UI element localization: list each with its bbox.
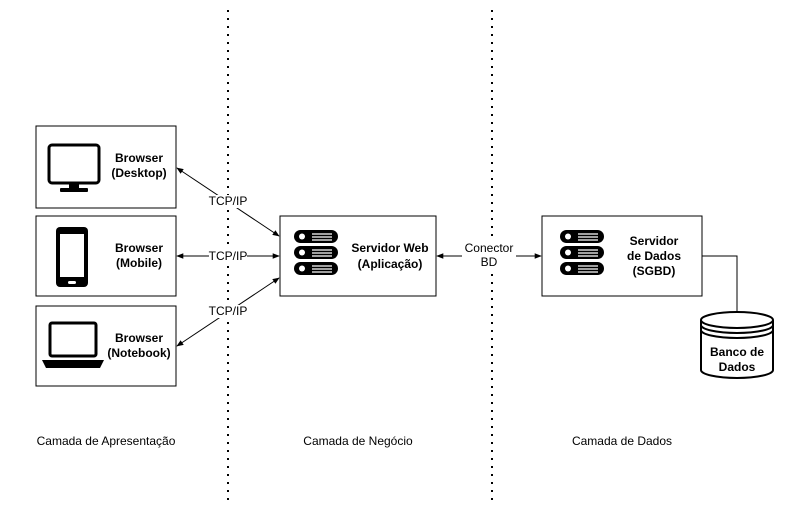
layer-label-business: Camada de Negócio xyxy=(303,434,413,448)
layer-label-presentation: Camada de Apresentação xyxy=(37,434,176,448)
server-icon xyxy=(294,230,338,275)
web-server-box: Servidor Web (Aplicação) xyxy=(279,215,437,297)
client-desktop-line2: (Desktop) xyxy=(111,166,166,180)
client-notebook-line2: (Notebook) xyxy=(107,346,170,360)
client-desktop-line1: Browser xyxy=(115,151,163,165)
tcpip-label-3: TCP/IP xyxy=(209,304,248,318)
layer-label-data: Camada de Dados xyxy=(572,434,672,448)
smartphone-icon xyxy=(56,227,88,287)
data-server-line2: de Dados xyxy=(627,249,681,263)
web-server-line1: Servidor Web xyxy=(351,241,428,255)
client-desktop: Browser (Desktop) xyxy=(35,125,177,209)
monitor-icon xyxy=(47,143,101,192)
data-server-box: Servidor de Dados (SGBD) xyxy=(541,215,703,297)
client-mobile-line2: (Mobile) xyxy=(116,256,162,270)
tcpip-label-1: TCP/IP xyxy=(209,194,248,208)
data-server-line1: Servidor xyxy=(630,234,679,248)
data-server-line3: (SGBD) xyxy=(633,264,676,278)
client-notebook: Browser (Notebook) xyxy=(35,305,177,387)
client-mobile-line1: Browser xyxy=(115,241,163,255)
server-icon xyxy=(560,230,604,275)
tcpip-label-2: TCP/IP xyxy=(209,249,248,263)
web-server-line2: (Aplicação) xyxy=(358,257,423,271)
connector-label-line1: Conector xyxy=(465,241,514,255)
database-line2: Dados xyxy=(719,360,756,374)
db-link-line xyxy=(702,255,738,312)
database-line1: Banco de xyxy=(710,345,764,359)
client-mobile: Browser (Mobile) xyxy=(35,215,177,297)
laptop-icon xyxy=(42,321,104,368)
client-notebook-line1: Browser xyxy=(115,331,163,345)
database-icon xyxy=(700,311,774,379)
connector-label-line2: BD xyxy=(481,255,498,269)
